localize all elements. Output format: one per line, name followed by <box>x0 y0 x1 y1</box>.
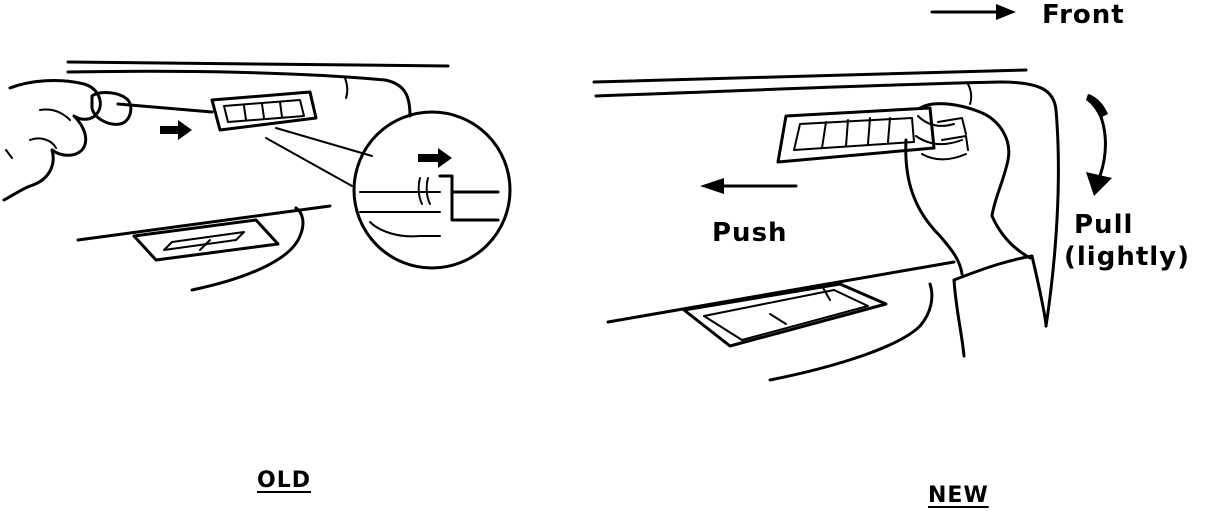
hand-outline <box>2 79 102 202</box>
old-door-trim-top <box>66 60 450 68</box>
new-handle-inner <box>703 289 869 341</box>
old-switch-inner <box>223 99 305 123</box>
old-handle-divider <box>199 239 211 251</box>
old-panel-illustration <box>2 60 512 292</box>
new-armrest-curve <box>768 282 934 382</box>
push-arrow-icon <box>700 178 724 194</box>
new-sleeve-cuff <box>952 254 1048 328</box>
pull-arrow-tail <box>1086 94 1108 118</box>
detail-clip <box>438 174 500 222</box>
old-trim-notch <box>344 77 349 99</box>
old-callout-line-upper <box>275 127 373 157</box>
new-handle-recess <box>682 282 888 348</box>
old-switch-keys <box>243 101 283 121</box>
push-label: Push <box>712 218 788 248</box>
new-door-trim-top <box>592 68 1028 84</box>
new-hand-fingers <box>915 115 967 161</box>
new-armrest-line <box>606 260 956 324</box>
new-door-edge <box>1044 108 1060 328</box>
new-switch-keys <box>821 117 891 149</box>
old-armrest-line <box>76 204 332 242</box>
hand-wrist-mark <box>5 149 13 159</box>
new-handle-detail <box>769 285 831 325</box>
new-hand-back <box>918 102 1032 260</box>
new-switch-inner <box>793 117 915 151</box>
pull-arrow-icon <box>1086 172 1112 196</box>
old-detail-circle <box>352 110 512 270</box>
new-door-trim-curve <box>594 80 1058 112</box>
new-trim-notch <box>967 83 973 105</box>
screwdriver-shaft <box>116 102 214 114</box>
old-callout-line-lower <box>265 137 353 187</box>
new-sleeve-left <box>952 278 966 358</box>
detail-lower-edge <box>369 221 441 238</box>
hand-fingers <box>29 108 71 149</box>
new-panel-illustration <box>592 4 1112 382</box>
front-arrow-icon <box>996 4 1016 20</box>
old-handle-inner <box>163 231 245 251</box>
screwdriver-handle <box>90 91 133 126</box>
new-hand-palm <box>904 138 964 276</box>
detail-tab <box>417 177 431 205</box>
new-hand-knuckles <box>937 117 969 151</box>
old-handle-recess <box>132 218 280 262</box>
pull-label: Pull <box>1074 210 1134 240</box>
pull-lightly-label: (lightly) <box>1064 242 1190 272</box>
new-switch-bezel <box>776 106 936 164</box>
old-switch-bezel <box>210 90 318 132</box>
old-door-trim-curve <box>66 69 412 118</box>
old-caption: OLD <box>257 468 311 493</box>
detail-arrow-icon <box>418 148 452 168</box>
new-caption: NEW <box>928 483 989 508</box>
front-label: Front <box>1042 0 1125 30</box>
old-push-arrow-icon <box>160 120 192 140</box>
old-armrest-curve <box>190 206 305 292</box>
